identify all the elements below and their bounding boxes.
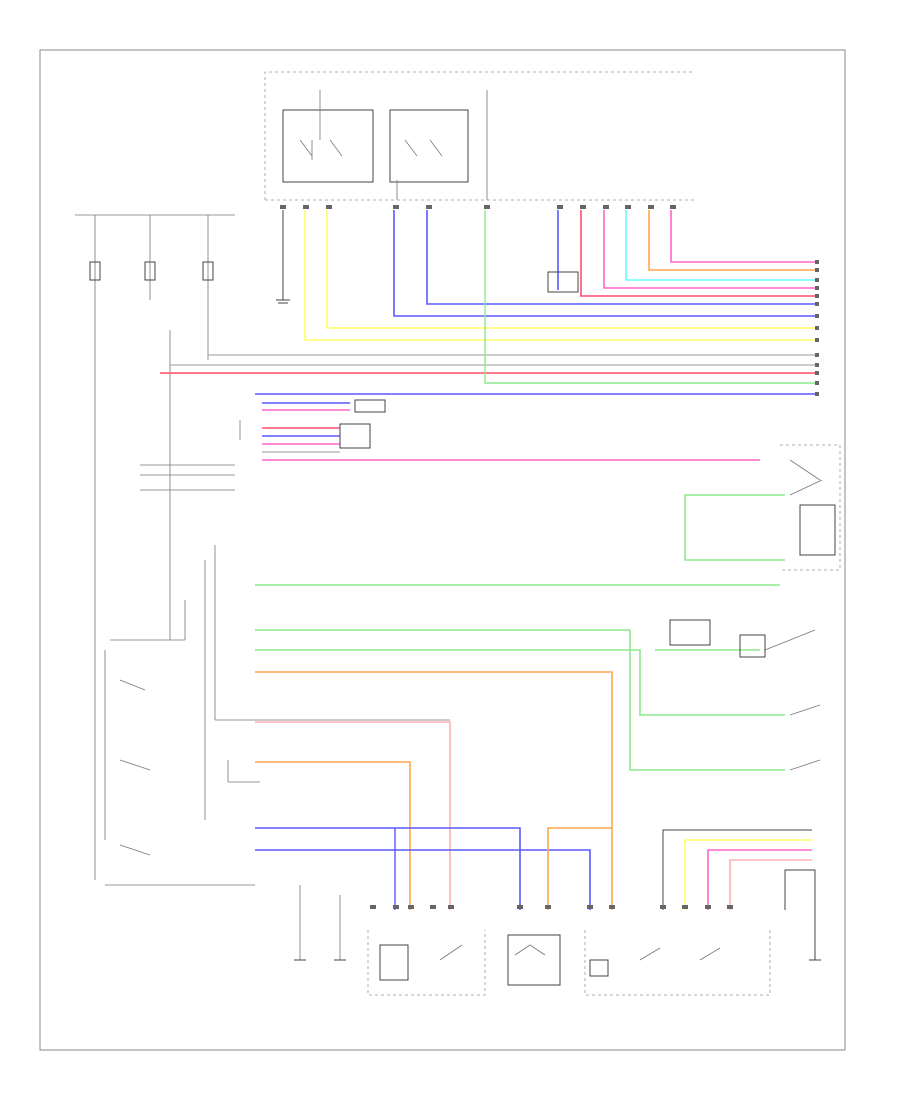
ground-symbols bbox=[276, 299, 821, 961]
control-unit-box bbox=[264, 71, 695, 201]
right-switches bbox=[739, 629, 821, 771]
main-harness bbox=[160, 210, 815, 395]
small-connectors bbox=[339, 271, 711, 646]
middle-signal-wires bbox=[255, 584, 785, 960]
diagram-frame bbox=[39, 49, 846, 1051]
branch-wires bbox=[239, 402, 760, 461]
top-connector-pins bbox=[280, 205, 676, 209]
left-fuse-feeds bbox=[75, 214, 235, 880]
right-connector-pins bbox=[815, 260, 819, 396]
right-upper-switch bbox=[684, 444, 841, 571]
bottom-right-harness bbox=[662, 829, 816, 960]
bottom-connector-pins bbox=[370, 905, 733, 909]
left-module-bus bbox=[104, 330, 450, 886]
bottom-components bbox=[367, 930, 771, 996]
